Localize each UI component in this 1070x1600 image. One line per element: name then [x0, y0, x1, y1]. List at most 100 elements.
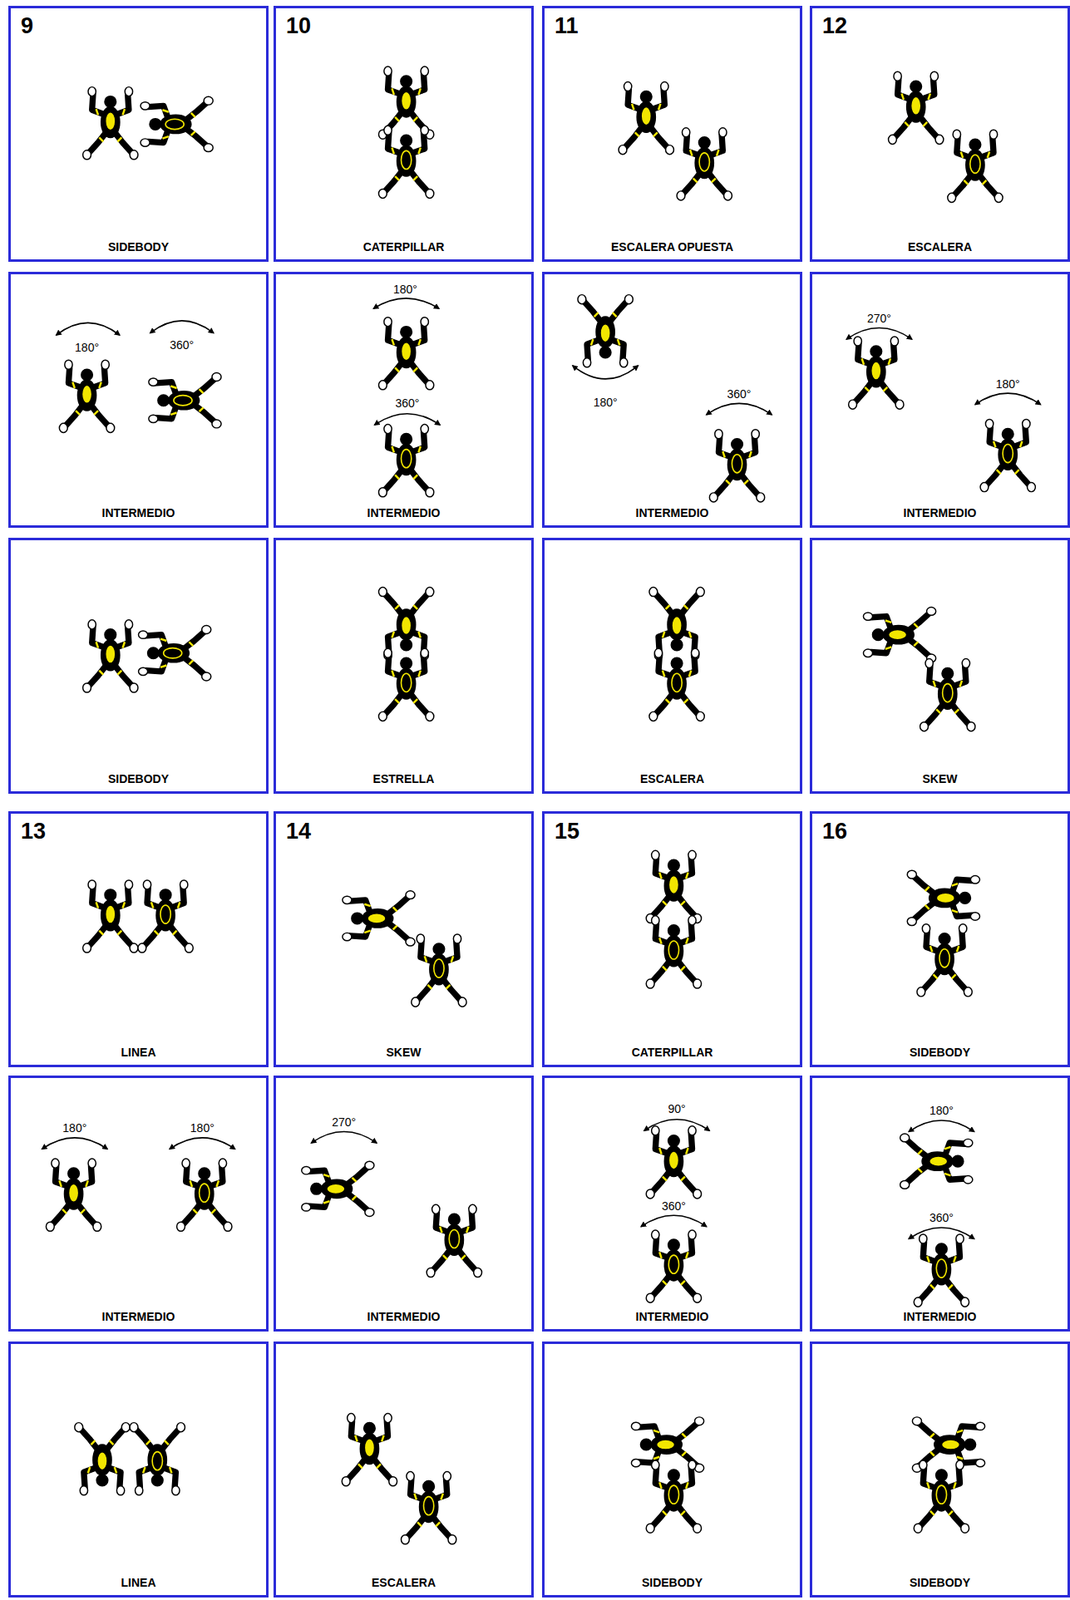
- skydiver: [83, 620, 139, 693]
- rotation-label: 270°: [331, 1115, 356, 1130]
- skydiver: [138, 626, 212, 681]
- rotation-label: 180°: [593, 395, 618, 410]
- formation-card: SKEW: [809, 537, 1070, 794]
- formation-name: SIDEBODY: [544, 1576, 800, 1590]
- formation-card: LINEA: [8, 1341, 269, 1598]
- formation-card: 180°360°INTERMEDIO: [542, 271, 803, 528]
- figure-group: [83, 620, 212, 693]
- skydiver: [645, 850, 701, 923]
- skydiver: [709, 429, 765, 503]
- formation-card: SIDEBODY: [8, 537, 269, 794]
- formation-card: SIDEBODY: [542, 1341, 803, 1598]
- figure-group: [649, 587, 705, 722]
- formation-name: SIDEBODY: [10, 772, 267, 786]
- skydiver: [401, 1472, 457, 1545]
- skydiver: [645, 916, 701, 989]
- rotation-arrow: [908, 1120, 975, 1133]
- skydiver: [378, 648, 434, 721]
- skydiver: [341, 1414, 397, 1487]
- skydiver: [947, 129, 1003, 203]
- skydiver: [888, 71, 944, 144]
- rotation-label: 180°: [996, 377, 1021, 391]
- formation-name: LINEA: [10, 1045, 267, 1060]
- formation-name: SKEW: [276, 1045, 532, 1060]
- rotation-label: 180°: [74, 340, 99, 355]
- figure-group: [641, 1119, 710, 1303]
- formation-name: SIDEBODY: [812, 1045, 1068, 1060]
- formation-name: CATERPILLAR: [544, 1045, 800, 1060]
- skydiver: [129, 1423, 185, 1496]
- skydiver: [645, 1460, 701, 1534]
- skydiver: [342, 891, 415, 947]
- card-number: 12: [822, 13, 848, 40]
- card-number: 15: [554, 818, 580, 845]
- formation-card: 15CATERPILLAR: [542, 811, 803, 1068]
- rotation-arrow: [644, 1119, 711, 1132]
- rotation-arrow: [706, 403, 773, 415]
- formation-card: ESCALERA: [273, 1341, 534, 1598]
- skydiver: [411, 934, 467, 1007]
- skydiver: [618, 81, 674, 154]
- rotation-label: 270°: [867, 311, 892, 326]
- rotation-arrow: [56, 322, 120, 336]
- formation-name: INTERMEDIO: [10, 506, 267, 520]
- figure-group: [846, 328, 1041, 493]
- figure-group: [373, 298, 440, 498]
- skydiver: [645, 1126, 701, 1199]
- figure-group: [378, 587, 434, 722]
- rotation-label: 360°: [727, 387, 752, 401]
- skydiver: [378, 317, 434, 390]
- figure-group: [301, 1132, 483, 1278]
- skydiver: [900, 1134, 973, 1189]
- figure-group: [56, 320, 222, 433]
- skydiver: [917, 924, 972, 997]
- formation-card: ESTRELLA: [273, 537, 534, 794]
- rotation-label: 180°: [929, 1104, 954, 1118]
- formation-name: ESCALERA OPUESTA: [544, 240, 800, 254]
- figure-group: [342, 891, 467, 1007]
- figure-group: [907, 870, 980, 997]
- formation-card: 10CATERPILLAR: [273, 5, 534, 262]
- rotation-arrow: [572, 365, 639, 380]
- skydiver: [913, 1234, 969, 1307]
- formation-name: ESCALERA: [544, 772, 800, 786]
- formation-name: INTERMEDIO: [276, 1310, 532, 1324]
- skydiver: [148, 373, 222, 429]
- figure-group: [912, 1417, 985, 1534]
- formation-card: 9SIDEBODY: [8, 5, 269, 262]
- formation-card: 14SKEW: [273, 811, 534, 1068]
- formation-card: 270° INTERMEDIO: [273, 1075, 534, 1332]
- formation-card: 12ESCALERA: [809, 5, 1070, 262]
- formation-name: SIDEBODY: [812, 1576, 1068, 1590]
- formation-card: 180°360°INTERMEDIO: [809, 1075, 1070, 1332]
- skydiver: [83, 87, 139, 160]
- skydiver: [577, 295, 633, 368]
- skydiver: [913, 1460, 969, 1534]
- card-number: 11: [554, 13, 579, 40]
- formation-card: 90°360°INTERMEDIO: [542, 1075, 803, 1332]
- formation-name: LINEA: [10, 1576, 267, 1590]
- figure-group: [572, 295, 772, 503]
- skydiver: [59, 359, 114, 433]
- figure-group: [645, 850, 701, 989]
- figure-group: [42, 1138, 236, 1232]
- rotation-arrow: [374, 414, 441, 426]
- formation-name: INTERMEDIO: [812, 506, 1068, 520]
- formation-name: ESCALERA: [812, 240, 1068, 254]
- formation-name: SKEW: [812, 772, 1068, 786]
- formation-card: 180°360°INTERMEDIO: [8, 271, 269, 528]
- rotation-label: 360°: [661, 1199, 686, 1213]
- rotation-label: 180°: [62, 1121, 87, 1135]
- skydiver: [848, 336, 904, 410]
- figure-group: [900, 1120, 975, 1307]
- rotation-arrow: [908, 1227, 975, 1240]
- formation-name: INTERMEDIO: [812, 1310, 1068, 1324]
- figure-group: [74, 1423, 186, 1496]
- card-number: 10: [285, 13, 311, 40]
- rotation-arrow: [310, 1132, 377, 1144]
- figure-group: [631, 1417, 704, 1534]
- skydiver: [140, 96, 213, 152]
- formation-name: INTERMEDIO: [276, 506, 532, 520]
- rotation-arrow: [373, 298, 439, 309]
